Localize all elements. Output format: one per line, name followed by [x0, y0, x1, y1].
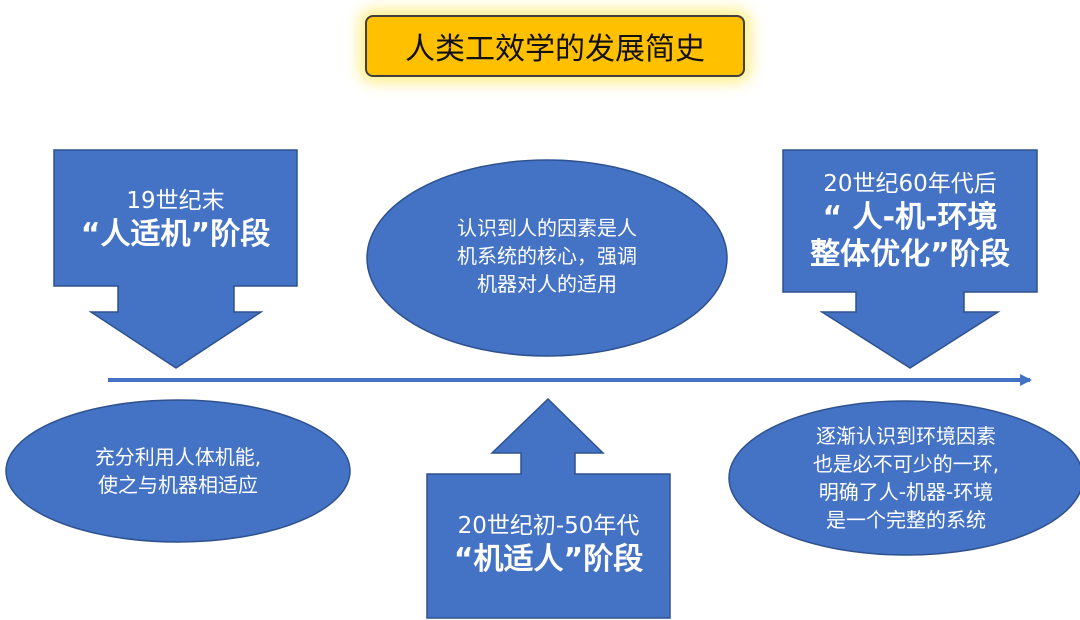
- stage-3-name-line-2: 整体优化”阶段: [810, 237, 1010, 273]
- stage-3-name-line-1: “ 人-机-环境: [822, 199, 998, 235]
- description-1-text: 充分利用人体机能, 使之与机器相适应: [10, 430, 346, 512]
- description-3-line-3: 明确了人-机器-环境: [818, 480, 994, 504]
- stage-3-label: 20世纪60年代后 “ 人-机-环境 整体优化”阶段: [783, 160, 1037, 284]
- stage-2-name: “机适人”阶段: [453, 541, 644, 577]
- description-2-line-1: 认识到人的因素是人: [457, 216, 637, 240]
- stage-2-callout: [426, 397, 671, 619]
- stage-1-label: 19世纪末 “人适机”阶段: [54, 178, 297, 262]
- description-1-ellipse: [5, 399, 351, 543]
- stage-3-period: 20世纪60年代后: [823, 171, 997, 198]
- description-2-text: 认识到人的因素是人 机系统的核心，强调 机器对人的适用: [372, 208, 722, 304]
- description-1-line-1: 充分利用人体机能,: [94, 445, 262, 469]
- description-2-line-3: 机器对人的适用: [477, 272, 617, 296]
- description-3-line-4: 是一个完整的系统: [826, 508, 986, 532]
- stage-3-callout: [782, 149, 1038, 369]
- description-3-line-1: 逐渐认识到环境因素: [816, 424, 996, 448]
- stage-1-callout: [53, 149, 298, 369]
- stage-2-label: 20世纪初-50年代 “机适人”阶段: [427, 500, 670, 590]
- description-3-line-2: 也是必不可少的一环,: [812, 452, 1000, 476]
- stage-2-period: 20世纪初-50年代: [457, 512, 640, 539]
- description-2-line-2: 机系统的核心，强调: [457, 244, 637, 268]
- description-3-text: 逐渐认识到环境因素 也是必不可少的一环, 明确了人-机器-环境 是一个完整的系统: [736, 418, 1076, 538]
- diagram-title: 人类工效学的发展简史: [365, 15, 745, 77]
- description-2-ellipse: [366, 159, 728, 357]
- description-1-line-2: 使之与机器相适应: [98, 473, 258, 497]
- stage-1-name: “人适机”阶段: [80, 216, 271, 252]
- description-3-ellipse: [728, 400, 1080, 556]
- stage-1-period: 19世纪末: [126, 187, 225, 214]
